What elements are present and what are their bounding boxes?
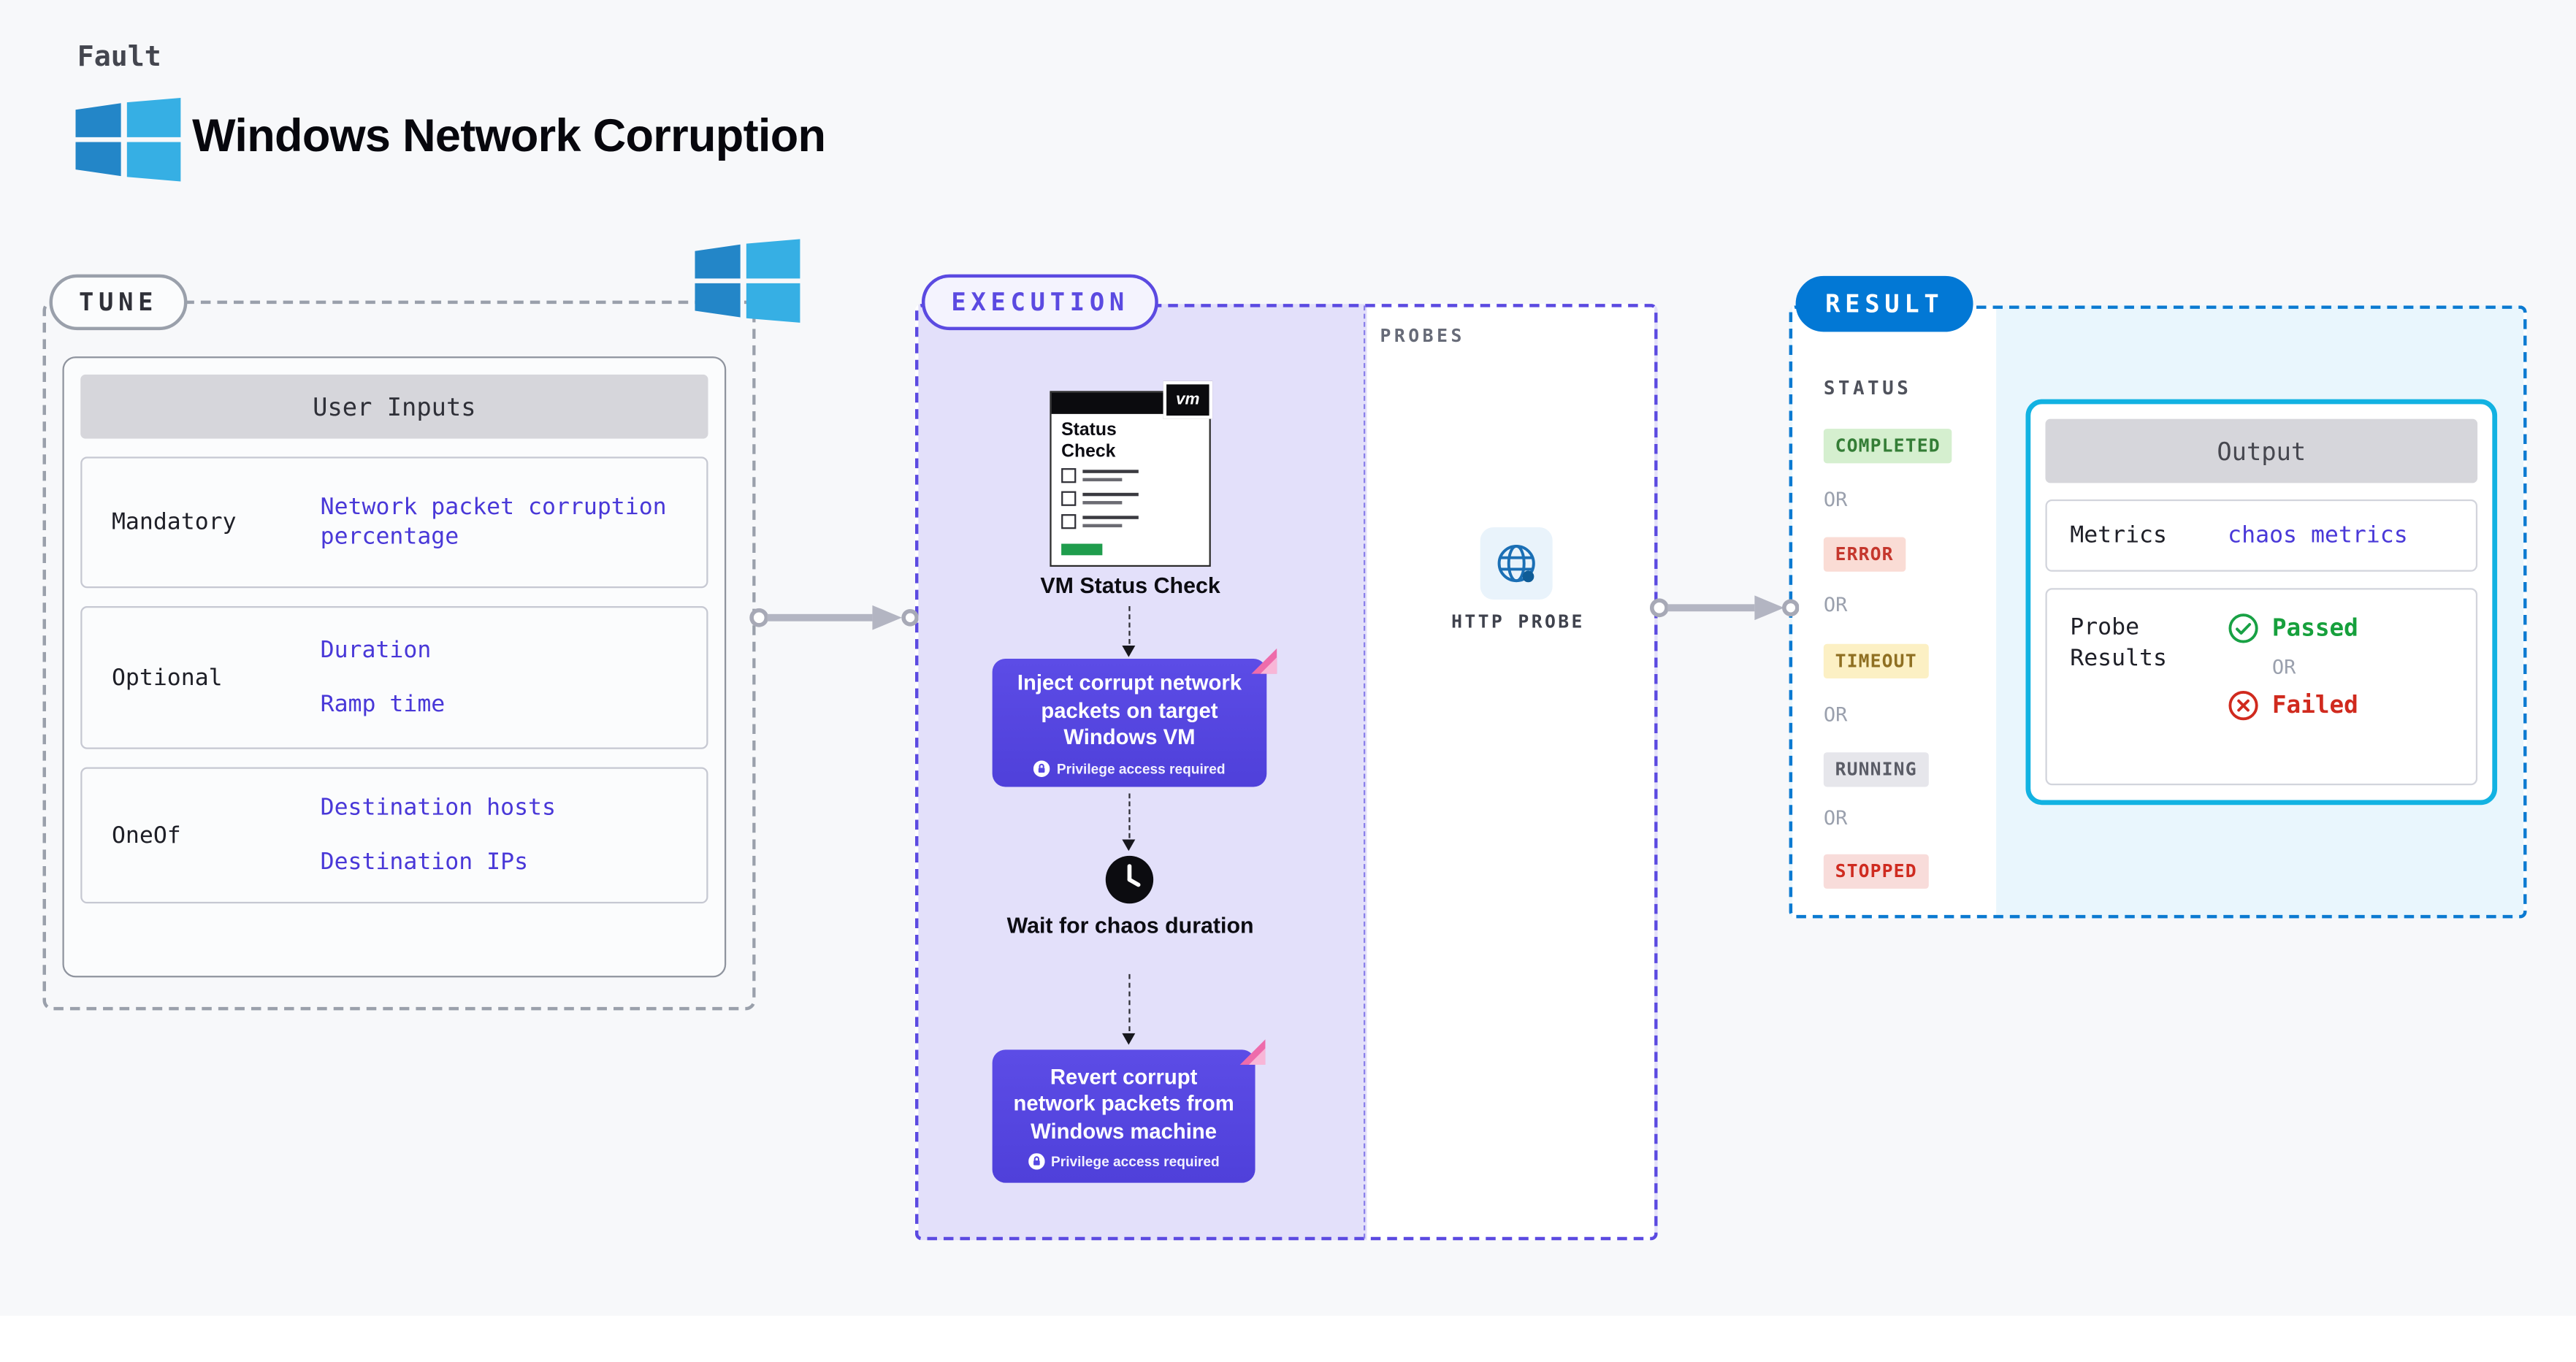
metrics-row: Metrics chaos metrics	[2045, 499, 2478, 572]
inject-step-node: Inject corrupt network packets on target…	[992, 648, 1277, 787]
vm-status-card-icon: vm Status Check	[1050, 380, 1213, 567]
probe-results-row: Probe Results Passed OR Failed	[2045, 588, 2478, 786]
input-link[interactable]: Duration	[320, 638, 432, 665]
output-header: Output	[2045, 418, 2478, 483]
vm-progress-bar	[1061, 543, 1103, 556]
probes-label: PROBES	[1380, 325, 1465, 347]
input-row-mandatory: Mandatory Network packet corruption perc…	[80, 456, 708, 589]
status-badge-stopped: STOPPED	[1823, 854, 1929, 889]
failed-text: Failed	[2271, 692, 2358, 719]
fault-kind-label: Fault	[77, 41, 161, 74]
or-label: OR	[2271, 655, 2296, 679]
vm-status-check-caption: VM Status Check	[1040, 573, 1220, 598]
input-link[interactable]: Ramp time	[320, 690, 446, 717]
or-label: OR	[1823, 593, 1848, 616]
flow-connector-down-icon	[1122, 606, 1136, 657]
lock-icon	[1028, 1154, 1045, 1171]
windows-logo-icon	[75, 97, 181, 182]
user-inputs-header: User Inputs	[80, 374, 708, 439]
execution-pill: EXECUTION	[921, 274, 1159, 331]
user-inputs-card: User Inputs Mandatory Network packet cor…	[62, 356, 727, 978]
privilege-badge-text: Privilege access required	[1056, 760, 1226, 777]
input-row-optional: Optional Duration Ramp time	[80, 606, 708, 749]
check-circle-icon	[2228, 613, 2258, 643]
globe-icon	[1497, 544, 1535, 583]
input-row-label: OneOf	[111, 822, 181, 849]
flow-connector-down-icon	[1122, 793, 1136, 852]
clock-icon	[1105, 855, 1154, 904]
passed-text: Passed	[2271, 615, 2358, 642]
or-label: OR	[1823, 488, 1848, 511]
metrics-label: Metrics	[2070, 521, 2167, 548]
probes-divider	[1364, 305, 1366, 1239]
vm-logo-badge: vm	[1163, 380, 1213, 419]
chaos-icon	[1239, 1039, 1266, 1066]
revert-step-text: Revert corrupt network packets from Wind…	[1013, 1063, 1234, 1144]
revert-step-node: Revert corrupt network packets from Wind…	[992, 1039, 1266, 1183]
status-badge-timeout: TIMEOUT	[1823, 643, 1929, 679]
input-link[interactable]: Network packet corruption percentage	[320, 494, 667, 551]
vm-card-title: Status Check	[1061, 420, 1117, 462]
chaos-metrics-link[interactable]: chaos metrics	[2228, 522, 2408, 549]
inject-step-text: Inject corrupt network packets on target…	[1017, 670, 1242, 750]
chaos-icon	[1251, 648, 1277, 674]
privilege-badge-text: Privilege access required	[1051, 1154, 1220, 1171]
result-pill: RESULT	[1795, 275, 1973, 332]
probe-results-label: Probe Results	[2070, 614, 2167, 672]
flow-connector-down-icon	[1122, 973, 1136, 1045]
or-label: OR	[1823, 806, 1848, 830]
status-badge-completed: COMPLETED	[1823, 429, 1952, 464]
arrow-right-icon	[749, 605, 919, 630]
input-link[interactable]: Destination hosts	[320, 795, 556, 822]
input-row-label: Mandatory	[111, 509, 237, 536]
output-card: Output Metrics chaos metrics Probe Resul…	[2025, 399, 2498, 806]
http-probe-label: HTTP PROBE	[1451, 611, 1585, 633]
x-circle-icon	[2228, 691, 2258, 721]
lock-icon	[1033, 760, 1050, 777]
page-title: Windows Network Corruption	[192, 110, 826, 161]
status-badge-error: ERROR	[1823, 537, 1906, 572]
input-link[interactable]: Destination IPs	[320, 848, 529, 875]
status-label: STATUS	[1823, 376, 1912, 399]
arrow-right-icon	[1649, 595, 1800, 621]
tune-pill: TUNE	[49, 274, 188, 331]
tune-section	[42, 300, 756, 1011]
http-probe-node	[1480, 527, 1553, 600]
input-row-oneof: OneOf Destination hosts Destination IPs	[80, 767, 708, 904]
vm-checklist	[1061, 468, 1139, 529]
status-badge-running: RUNNING	[1823, 752, 1929, 787]
windows-logo-icon	[695, 239, 800, 323]
or-label: OR	[1823, 703, 1848, 727]
page-bottom-strip	[0, 1315, 2576, 1362]
input-row-label: Optional	[111, 664, 223, 691]
wait-step-text: Wait for chaos duration	[1006, 913, 1254, 938]
